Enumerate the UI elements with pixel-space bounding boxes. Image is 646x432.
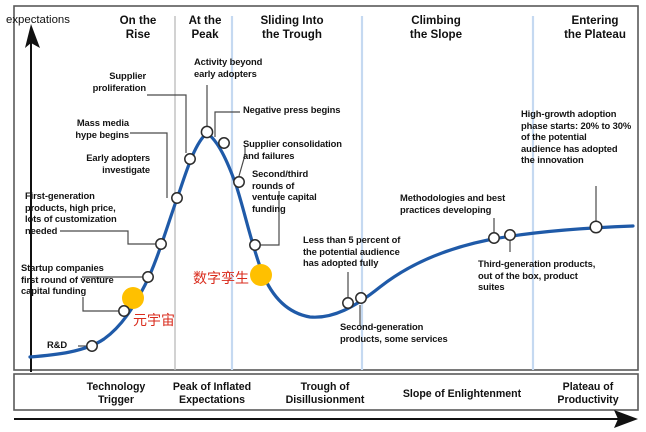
- marker-methodologies[interactable]: [488, 232, 500, 244]
- stage-label-slope-enlightenment: Slope of Enlightenment: [402, 388, 522, 400]
- annotation-supplier-consolidation: Supplier consolidation and failures: [243, 138, 342, 161]
- leader-lines: [60, 85, 597, 347]
- curve-markers: [86, 125, 603, 352]
- highlight-label-metaverse: 元宇宙: [133, 313, 175, 329]
- marker-third-generation[interactable]: [504, 229, 516, 241]
- annotation-activity-beyond: Activity beyond early adopters: [194, 56, 263, 79]
- annotation-early-adopters: Early adopters investigate: [86, 152, 150, 175]
- marker-less-than-5-percent[interactable]: [342, 297, 354, 309]
- y-axis-arrow: [25, 24, 40, 372]
- phase-header-entering-the-plateau: Entering the Plateau: [564, 14, 626, 42]
- marker-high-growth[interactable]: [589, 220, 603, 234]
- highlight-dot-digital-twin[interactable]: [250, 264, 272, 286]
- marker-second-generation[interactable]: [355, 292, 367, 304]
- chart-frame: [13, 5, 639, 371]
- highlight-dot-metaverse[interactable]: [122, 287, 144, 309]
- x-axis-arrow: [14, 410, 638, 428]
- phase-header-sliding-into-the-trough: Sliding Into the Trough: [260, 14, 324, 42]
- annotation-second-third-rounds: Second/third rounds of venture capital f…: [252, 168, 317, 214]
- annotation-methodologies: Methodologies and best practices develop…: [400, 192, 506, 215]
- phase-header-at-the-peak: At the Peak: [188, 14, 222, 42]
- stage-label-technology-trigger: Technology Trigger: [86, 381, 146, 406]
- annotation-less-than-5-percent: Less than 5 percent of the potential aud…: [303, 234, 401, 269]
- marker-early-adopters[interactable]: [155, 238, 167, 250]
- marker-first-generation[interactable]: [142, 271, 154, 283]
- annotation-supplier-proliferation: Supplier proliferation: [92, 70, 146, 93]
- stage-label-peak-inflated: Peak of Inflated Expectations: [172, 381, 252, 406]
- marker-supplier-proliferation[interactable]: [184, 153, 196, 165]
- y-axis-label: expectations: [6, 14, 70, 26]
- phase-header-on-the-rise: On the Rise: [119, 14, 157, 42]
- highlight-label-digital-twin: 数字孪生: [193, 271, 249, 287]
- marker-mass-media[interactable]: [171, 192, 183, 204]
- annotation-second-generation: Second-generation products, some service…: [340, 321, 448, 344]
- annotation-first-generation: First-generation products, high price, l…: [25, 190, 117, 236]
- marker-second-third-rounds[interactable]: [249, 239, 261, 251]
- annotation-startup-companies: Startup companies first round of venture…: [21, 262, 114, 297]
- annotation-mass-media: Mass media hype begins: [75, 117, 129, 140]
- stage-label-plateau-productivity: Plateau of Productivity: [557, 381, 619, 406]
- annotation-negative-press: Negative press begins: [243, 104, 341, 115]
- marker-startup-companies[interactable]: [118, 305, 130, 317]
- stage-label-trough-disillusionment: Trough of Disillusionment: [285, 381, 365, 406]
- stage-axis-box: [13, 373, 639, 411]
- marker-supplier-consolidation[interactable]: [233, 176, 245, 188]
- annotation-rd: R&D: [47, 339, 68, 350]
- phase-header-climbing-the-slope: Climbing the Slope: [409, 14, 463, 42]
- marker-rd[interactable]: [86, 340, 98, 352]
- phase-dividers: [174, 16, 535, 370]
- annotation-third-generation: Third-generation products, out of the bo…: [478, 258, 596, 293]
- marker-negative-press[interactable]: [218, 137, 230, 149]
- marker-activity-beyond[interactable]: [200, 125, 214, 139]
- highlight-dots: [122, 264, 272, 309]
- annotation-high-growth: High-growth adoption phase starts: 20% t…: [521, 108, 632, 166]
